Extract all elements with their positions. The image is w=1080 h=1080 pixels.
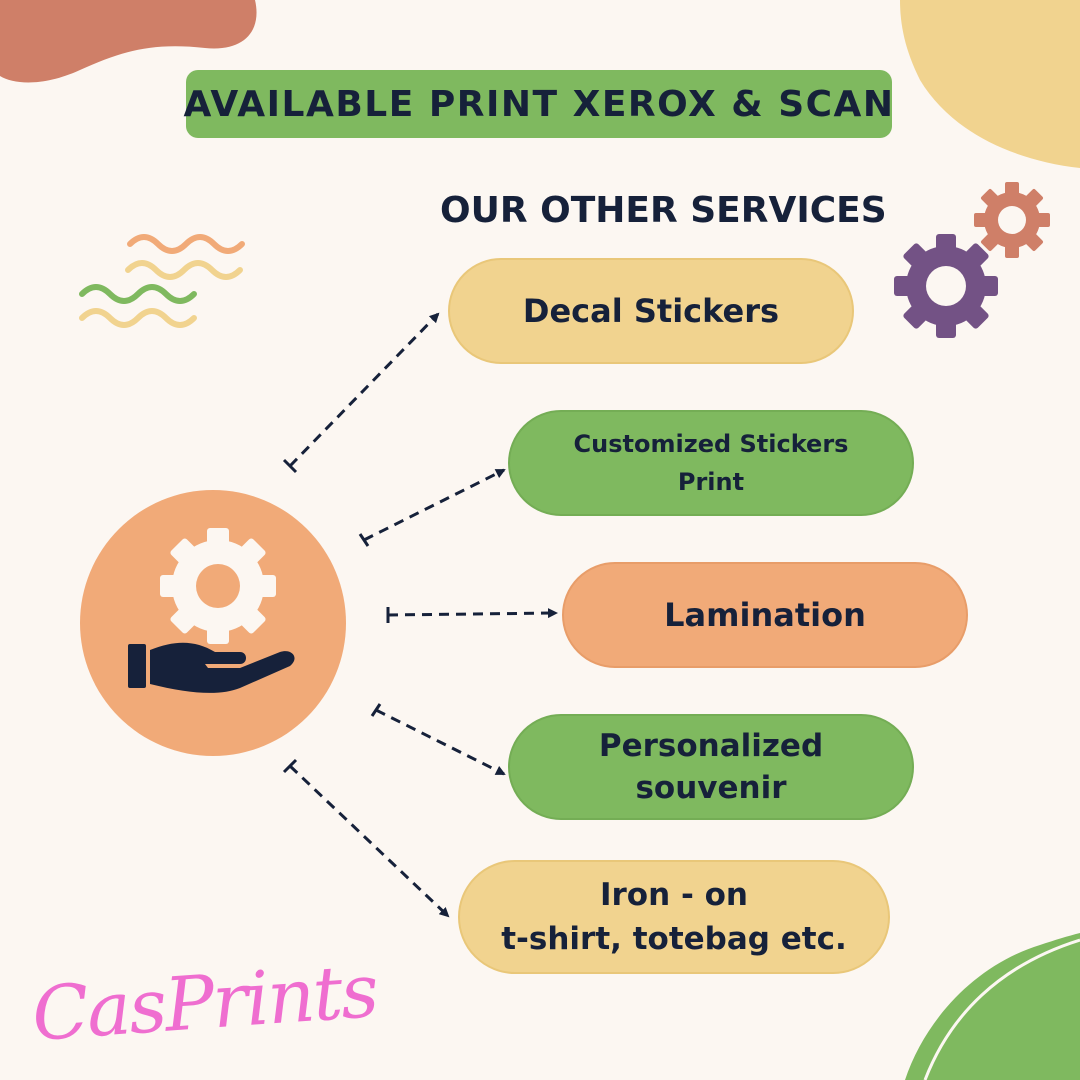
service-label: Personalized souvenir (598, 728, 824, 806)
service-label: Iron - on t-shirt, totebag etc. (501, 877, 847, 957)
banner-text: AVAILABLE PRINT XEROX & SCAN (183, 83, 895, 125)
arrow-personalized-souvenir (375, 708, 506, 776)
yellow-blob (900, 0, 1080, 168)
top-banner: AVAILABLE PRINT XEROX & SCAN (183, 70, 895, 138)
arrow-lamination (387, 608, 558, 619)
arrow-iron-on (288, 764, 450, 918)
service-decal-stickers: Decal Stickers (448, 258, 854, 364)
service-label: Lamination (664, 596, 866, 634)
section-title: OUR OTHER SERVICES (440, 190, 887, 231)
service-iron-on: Iron - on t-shirt, totebag etc. (458, 860, 890, 974)
service-customized-stickers: Customized Stickers Print (508, 410, 914, 516)
green-blob (905, 933, 1080, 1080)
terracotta-blob (0, 0, 257, 83)
service-label: Customized Stickers Print (573, 430, 849, 496)
squiggle-lines-icon (79, 234, 245, 328)
purple-gear-icon (894, 234, 998, 338)
terracotta-gear-icon (974, 182, 1050, 258)
hand-gear-icon (128, 528, 295, 693)
arrow-decal-stickers (288, 312, 440, 468)
hub-circle (80, 490, 346, 756)
service-personalized-souvenir: Personalized souvenir (508, 714, 914, 820)
green-blob-outline (923, 938, 1080, 1080)
arrow-customized-stickers (363, 468, 506, 542)
service-label: Decal Stickers (522, 292, 780, 330)
service-lamination: Lamination (562, 562, 968, 668)
